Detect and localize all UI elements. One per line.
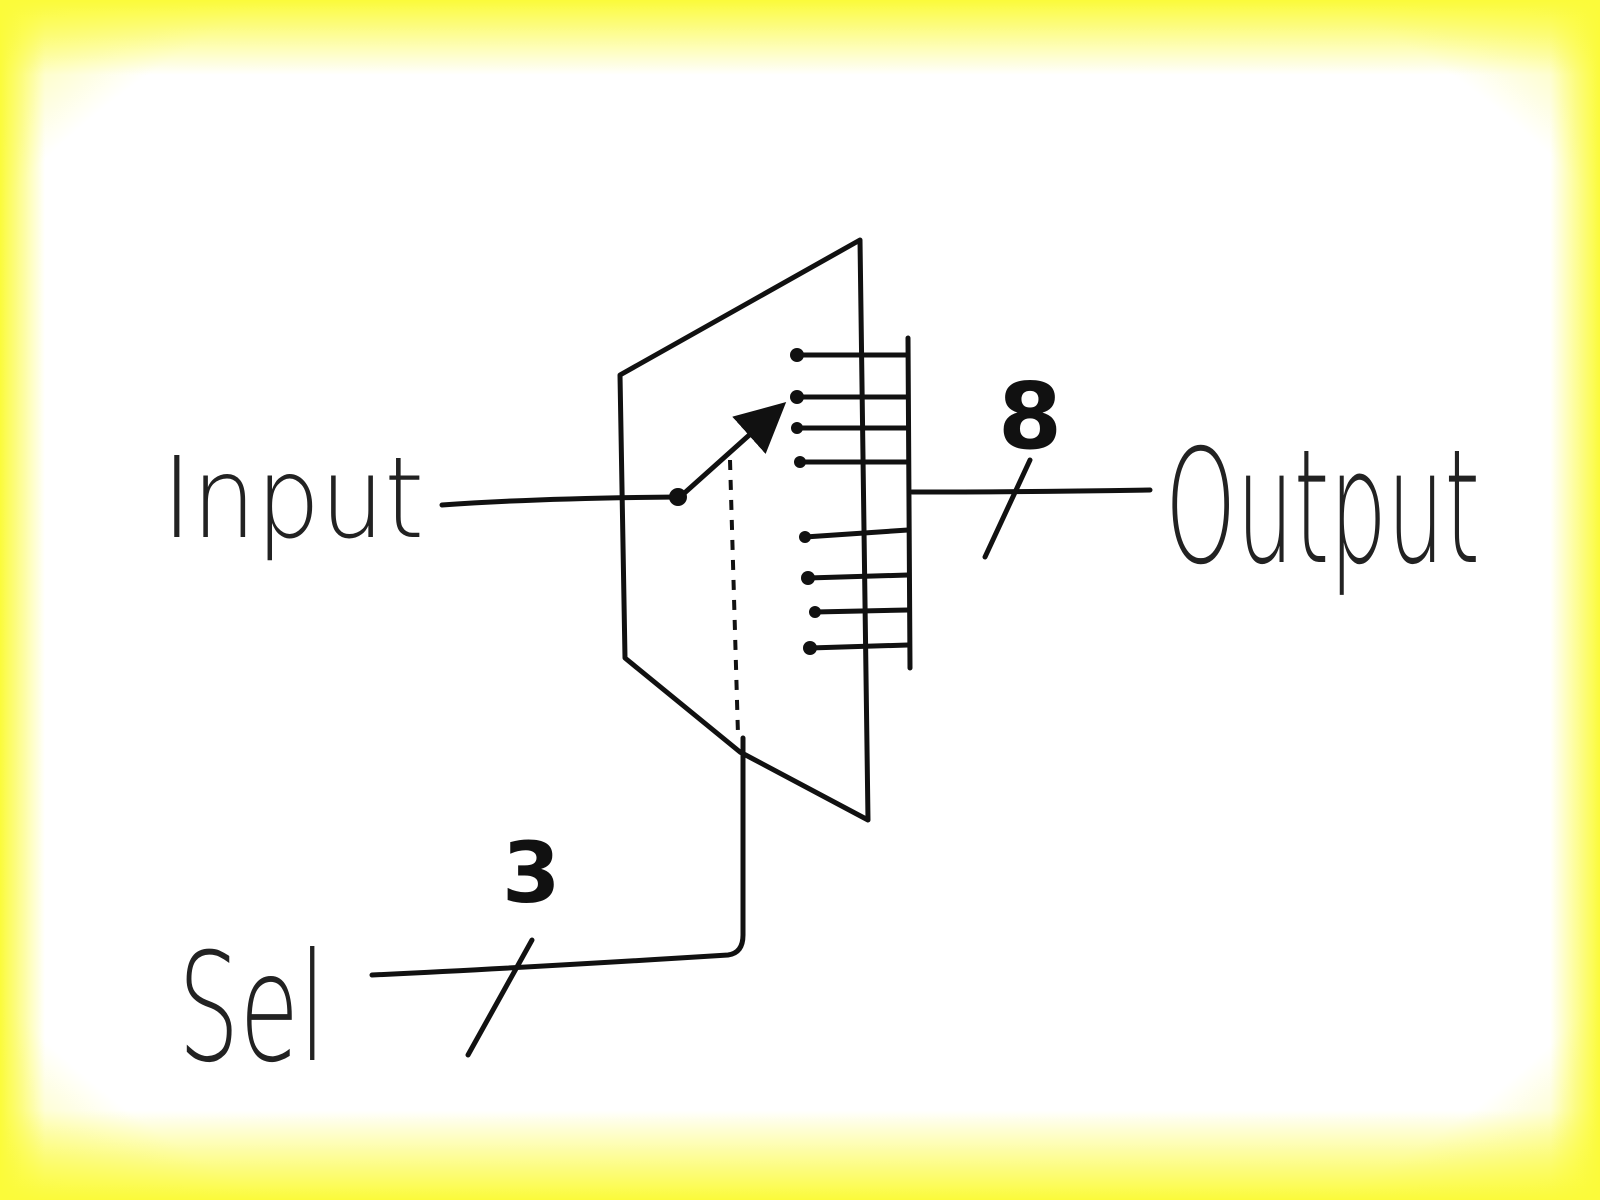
input-label: Input bbox=[162, 434, 424, 564]
sel-width-label: 3 bbox=[502, 824, 560, 922]
output-bus-bar bbox=[905, 335, 913, 671]
input-wire bbox=[439, 494, 681, 508]
output-pin-8 bbox=[807, 642, 911, 651]
output-wire bbox=[909, 487, 1153, 495]
sel-label: Sel bbox=[178, 922, 326, 1096]
pin-dot-8 bbox=[803, 641, 817, 655]
output-pin-7 bbox=[812, 607, 911, 615]
sel-bus-slash bbox=[465, 937, 535, 1058]
pin-dot-6 bbox=[801, 571, 815, 585]
pin-dots bbox=[669, 348, 821, 655]
switch-arm bbox=[677, 401, 787, 500]
demux-body bbox=[617, 237, 871, 823]
select-control-dashed-line bbox=[728, 459, 740, 736]
output-pin-6 bbox=[805, 572, 911, 581]
pin-dot-3 bbox=[791, 422, 803, 434]
output-width-label: 8 bbox=[998, 363, 1062, 470]
pin-dot-1 bbox=[790, 348, 804, 362]
output-pins bbox=[794, 352, 911, 651]
output-pin-5 bbox=[802, 527, 911, 540]
sel-wire bbox=[369, 735, 746, 978]
output-bus-slash bbox=[982, 457, 1033, 560]
pin-dot-7 bbox=[809, 606, 821, 618]
pin-dot-4 bbox=[794, 456, 806, 468]
output-label: Output bbox=[1165, 416, 1480, 600]
switch-pivot-dot bbox=[669, 488, 687, 506]
pin-dot-5 bbox=[799, 531, 811, 543]
pin-dot-2 bbox=[790, 390, 804, 404]
